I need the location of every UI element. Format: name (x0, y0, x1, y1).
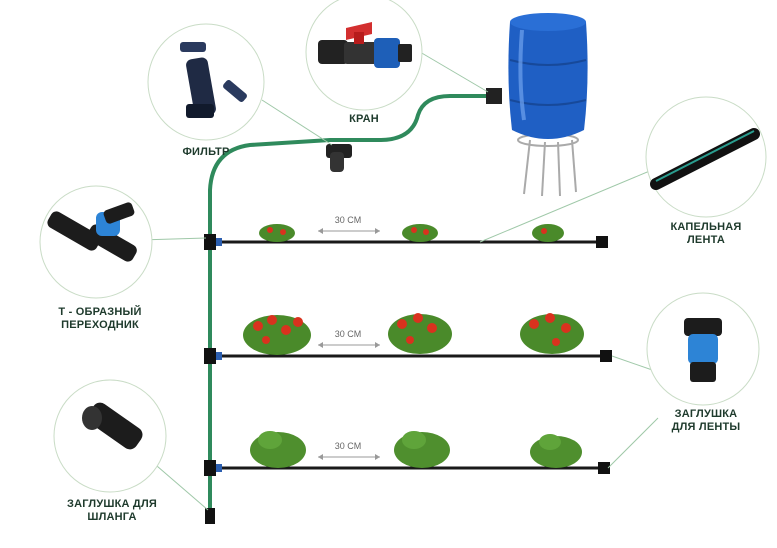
plant-row2-c (520, 313, 584, 354)
water-barrel (508, 13, 588, 197)
tape-end-plug-1 (596, 236, 608, 248)
valve-icon (318, 22, 412, 68)
inline-filter (326, 144, 352, 172)
tape-end-plug-3 (598, 462, 610, 474)
tee-adapter-icon (47, 202, 137, 262)
callout-drip-tape (645, 96, 767, 218)
drip-tape-icon (650, 128, 760, 190)
leader-drip-tape (479, 169, 653, 243)
leader-valve (419, 51, 489, 93)
leader-tape-plug-2 (607, 417, 659, 469)
label-hose-plug: ЗАГЛУШКА ДЛЯ ШЛАНГА (67, 498, 157, 523)
callout-hose-plug (53, 379, 167, 493)
label-tape-plug: ЗАГЛУШКА ДЛЯ ЛЕНТЫ (671, 408, 741, 433)
plant-row3-c (530, 434, 582, 468)
plant-row2-a (243, 315, 311, 355)
filter-icon (180, 42, 247, 118)
distance-arrow-3 (318, 454, 380, 460)
leader-filter (261, 99, 333, 146)
tee-fitting-1 (204, 234, 222, 250)
spacing-label-3: 30 СМ (334, 441, 362, 451)
main-hose (208, 94, 495, 520)
plant-row3-a (250, 431, 306, 468)
plant-row1-b (402, 224, 438, 242)
label-drip-tape: КАПЕЛЬНАЯ ЛЕНТА (670, 221, 742, 246)
label-filter: ФИЛЬТР (182, 146, 230, 158)
tape-end-plug-2 (600, 350, 612, 362)
plant-row1-a (259, 224, 295, 242)
plant-row1-c (532, 224, 564, 242)
callout-valve (305, 0, 423, 111)
leader-hose-plug (149, 459, 209, 511)
tee-fitting-2 (204, 348, 222, 364)
tape-plug-icon (684, 318, 722, 382)
hose-end-cap (205, 508, 215, 524)
tee-fitting-3 (204, 460, 222, 476)
label-tee: Т - ОБРАЗНЫЙ ПЕРЕХОДНИК (58, 306, 142, 331)
hose-plug-icon (82, 402, 143, 450)
barrel-connector (486, 88, 502, 104)
spacing-label-1: 30 СМ (334, 215, 362, 225)
callout-tee (39, 185, 153, 299)
callout-tape-plug (646, 292, 760, 406)
callout-filter (147, 23, 265, 141)
distance-arrow-1 (318, 228, 380, 234)
distance-arrow-2 (318, 342, 380, 348)
spacing-label-2: 30 СМ (334, 329, 362, 339)
plant-row2-b (388, 313, 452, 354)
plant-row3-b (394, 431, 450, 468)
label-valve: КРАН (349, 113, 379, 125)
